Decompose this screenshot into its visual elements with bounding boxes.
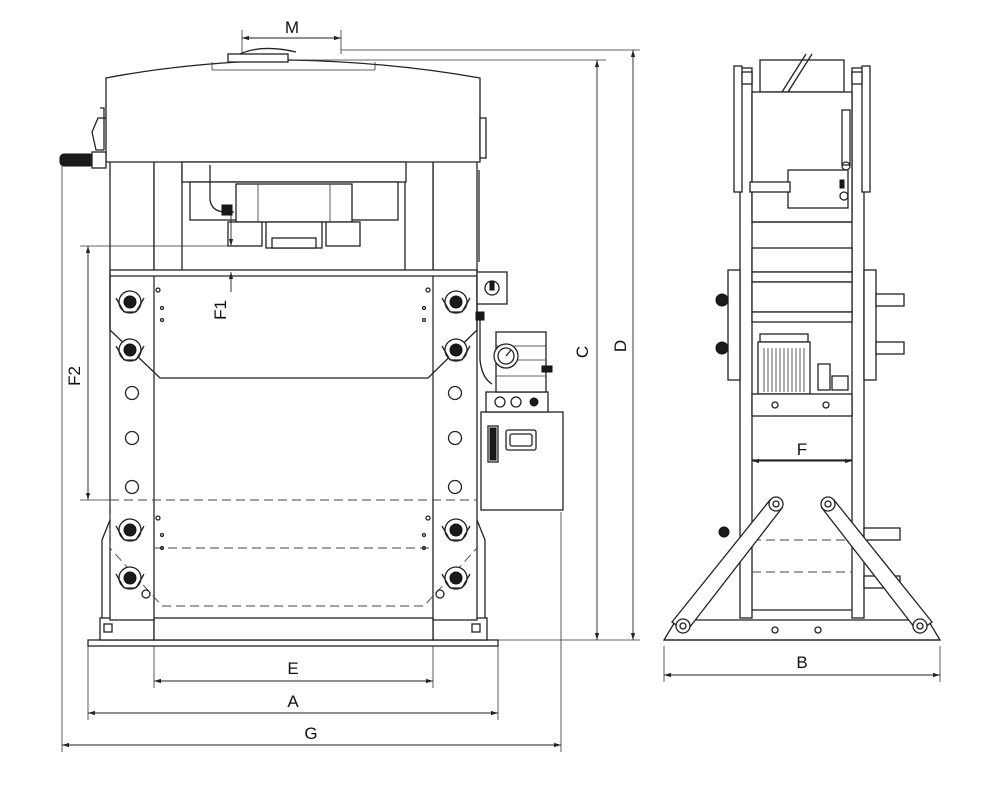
- crank-handle-grip: [59, 153, 95, 167]
- dim-label-A: A: [287, 692, 299, 711]
- movable-table: [109, 276, 478, 379]
- front-column-inner-left: [153, 159, 183, 273]
- dim-label-C: C: [573, 346, 592, 358]
- front-view: [59, 47, 564, 647]
- front-crown: [105, 59, 481, 163]
- front-column-inner-right: [404, 159, 434, 273]
- front-column-holes: [124, 385, 463, 495]
- side-view: [662, 53, 942, 641]
- dim-label-F2: F2: [65, 366, 84, 386]
- dim-label-G: G: [304, 724, 317, 743]
- table-pins: [115, 287, 471, 599]
- side-base-plate: [662, 619, 942, 641]
- upper-bolster: [109, 269, 478, 277]
- dim-label-F: F: [797, 440, 807, 459]
- hand-crank: [59, 107, 107, 169]
- front-base-beam: [153, 617, 434, 641]
- dim-label-E: E: [287, 659, 298, 678]
- dim-label-F1: F1: [211, 300, 230, 320]
- dimension-lines: M C D F1 F2 E A G: [61, 18, 941, 752]
- hydraulic-power-unit: [475, 311, 564, 511]
- front-column-right: [432, 159, 478, 621]
- dim-label-D: D: [611, 340, 630, 352]
- front-base-plate: [87, 639, 499, 647]
- dim-label-B: B: [796, 653, 807, 672]
- cylinder-block: [181, 161, 407, 249]
- side-diagonal-braces: [671, 496, 933, 634]
- front-column-left: [109, 159, 155, 621]
- dim-label-M: M: [285, 18, 299, 37]
- front-top-fitting: [227, 53, 289, 63]
